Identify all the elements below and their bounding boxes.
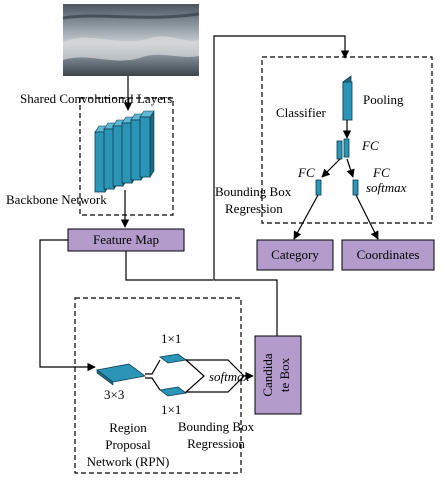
rpn-1x1-bottom-layer xyxy=(159,386,187,397)
featuremap-to-rpn-arrow xyxy=(39,239,96,372)
rpn-softmax-shape xyxy=(184,359,245,393)
featuremap-to-roi-line xyxy=(125,251,213,281)
fc-left-label: FC xyxy=(297,165,315,180)
fc-top-layer-2 xyxy=(343,138,350,158)
category-label: Category xyxy=(271,247,319,262)
coordinates-box xyxy=(341,239,435,271)
rpn-1x1-top-layer xyxy=(159,353,187,364)
conv-3x3-label: 3×3 xyxy=(104,387,124,402)
backbone-layers xyxy=(94,110,155,193)
rpn-conv-3x3-side xyxy=(96,369,114,386)
fc-to-fc-left-arrow xyxy=(321,158,341,178)
backbone-layer xyxy=(130,119,142,181)
feature-map-label: Feature Map xyxy=(93,232,159,247)
bbox-reg-rpn-line2: Regression xyxy=(187,436,245,451)
softmax-rpn-label: softmax xyxy=(209,369,250,384)
fc-right-to-coordinates-arrow xyxy=(355,194,379,240)
fc-to-fc-right-arrow xyxy=(346,158,355,178)
conv-1x1-top-label: 1×1 xyxy=(161,331,181,346)
pooling-layer xyxy=(342,81,353,121)
classifier-label: Classifier xyxy=(276,105,326,120)
backbone-dashed-box xyxy=(79,97,174,216)
classifier-dashed-box xyxy=(261,56,433,224)
backbone-layer xyxy=(121,122,133,184)
softmax-top-label: softmax xyxy=(366,180,407,195)
backbone-layer xyxy=(94,131,106,193)
fc-left-to-category-arrow xyxy=(293,194,319,240)
coordinates-label: Coordinates xyxy=(357,247,420,262)
bbox-reg-rpn-line1: Bounding Box xyxy=(178,419,255,434)
rpn-label-line2: Proposal xyxy=(105,437,151,452)
conv-to-1x1-top-line xyxy=(145,359,161,375)
fc-left-layer xyxy=(315,179,322,196)
backbone-layer xyxy=(112,125,124,187)
backbone-layer xyxy=(103,128,115,190)
fc-top-label: FC xyxy=(361,138,379,153)
backbone-layer-side xyxy=(149,110,155,178)
rpn-dashed-box xyxy=(74,297,242,474)
fc-right-layer xyxy=(352,179,359,196)
rpn-label-line1: Region xyxy=(109,420,147,435)
conv-1x1-bottom-label: 1×1 xyxy=(161,402,181,417)
pooling-label: Pooling xyxy=(363,92,404,107)
candidate-to-classifier-arrow xyxy=(213,35,350,336)
candidate-box-line1: Candida xyxy=(260,353,275,397)
backbone-layer xyxy=(139,116,151,178)
bbox-reg-top-line2: Regression xyxy=(225,201,283,216)
rpn-conv-3x3-layer xyxy=(96,363,146,383)
conv-to-1x1-bottom-line xyxy=(145,377,161,391)
category-box xyxy=(256,239,334,271)
fc-right-label: FC xyxy=(372,165,390,180)
candidate-box-line2: te Box xyxy=(277,357,292,392)
candidate-box xyxy=(254,335,302,415)
rpn-label-line3: Network (RPN) xyxy=(87,454,170,469)
backbone-label: Backbone Network xyxy=(6,192,107,207)
bbox-reg-top-line1: Bounding Box xyxy=(215,184,292,199)
weld-image xyxy=(62,4,200,76)
fc-top-layer-1 xyxy=(336,140,343,160)
